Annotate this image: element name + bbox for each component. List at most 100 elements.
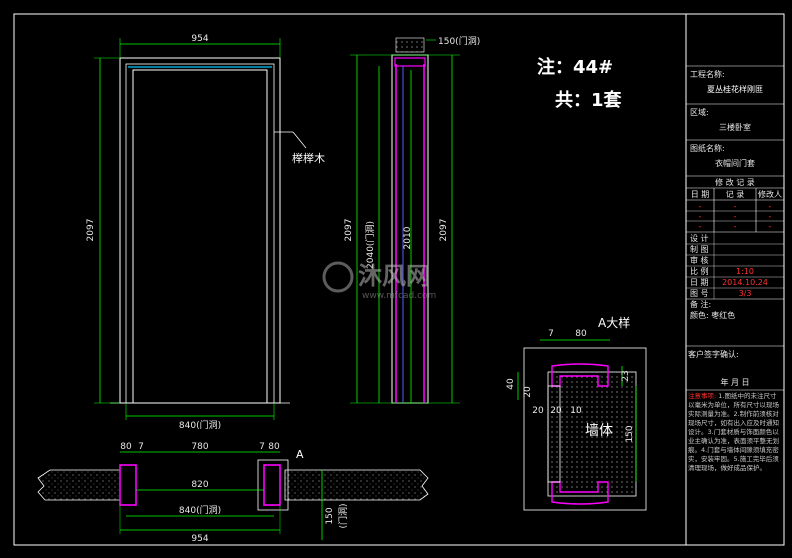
- field-value: 2014.10.24: [722, 278, 768, 287]
- revision-rows: - - - - - - - - -: [686, 202, 784, 231]
- drawing-frame: [13, 13, 785, 546]
- date-line: 年 月 日: [720, 377, 749, 387]
- note-count: 注：44#: [537, 56, 613, 78]
- revision-cell: -: [699, 222, 702, 231]
- revision-cell: -: [734, 202, 737, 211]
- dim-plan-mid: 820: [136, 480, 264, 491]
- plan-jamb-right: [263, 464, 281, 506]
- revision-col: 日 期: [691, 190, 710, 199]
- dim-label: 2010: [403, 226, 413, 249]
- door-elevation: [110, 57, 290, 404]
- dim-label: 80: [575, 329, 587, 339]
- detail-casing-bottom: [551, 481, 609, 505]
- dim-label: 150(门洞): [438, 35, 480, 47]
- dim-label: 7: [138, 442, 144, 452]
- detail-a: A大样 墙体: [523, 315, 647, 511]
- door-plan: A: [37, 448, 429, 511]
- area-value: 三楼卧室: [719, 122, 751, 132]
- project-label: 工程名称:: [690, 69, 725, 79]
- dim-label: (门洞): [337, 503, 349, 528]
- dim-label: 820: [191, 480, 208, 490]
- dim-detail: 7 80 40 20 20 20 10 23 150: [506, 329, 637, 482]
- plan-wall-left: [37, 469, 121, 501]
- dim-label: 40: [506, 378, 516, 390]
- dim-label: 954: [191, 34, 208, 44]
- remark-value: 颜色: 枣红色: [690, 310, 735, 320]
- dim-label: 150: [325, 507, 335, 524]
- revision-cell: -: [769, 202, 772, 211]
- dim-label: 150: [625, 425, 635, 442]
- dim-label: 20: [550, 406, 562, 416]
- material-label: 榉榉木: [292, 151, 325, 165]
- dim-label: 80: [268, 442, 280, 452]
- field-label: 设 计: [690, 233, 709, 243]
- dim-side-top: 150(门洞): [426, 35, 480, 47]
- revision-cell: -: [734, 222, 737, 231]
- dim-label: 20: [523, 386, 533, 398]
- dim-label: 20: [532, 406, 544, 416]
- dim-label: 7: [259, 442, 265, 452]
- field-label: 图 号: [690, 289, 709, 298]
- wall-label: 墙体: [585, 423, 613, 439]
- drawing-value: 衣帽间门套: [715, 158, 755, 168]
- notes-title: 注意事项:: [688, 392, 717, 400]
- watermark-logo-icon: [322, 261, 354, 293]
- plan-jamb-left: [119, 464, 137, 506]
- dim-label: 2097: [86, 219, 96, 242]
- dim-label: 2040(门洞): [364, 221, 376, 269]
- dim-label: 2097: [439, 219, 449, 242]
- area-label: 区域:: [690, 107, 709, 117]
- detail-casing-top: [551, 363, 609, 387]
- section-marker: A: [296, 448, 304, 461]
- dim-label: 840(门洞): [179, 504, 221, 516]
- revision-cell: -: [699, 202, 702, 211]
- notes-text: 1.图纸中的未注尺寸以毫米为单位，所有尺寸以现场实际测量为准。2.制作前须核对现…: [688, 392, 779, 472]
- dim-plan-side: 150 (门洞): [321, 470, 349, 540]
- dim-label: 7: [548, 329, 554, 339]
- drawing-label: 图纸名称:: [690, 143, 725, 153]
- dim-plan-top: 80 7 780 7 80: [120, 442, 280, 453]
- detail-border: [523, 347, 647, 511]
- frame-head: [394, 57, 426, 67]
- dim-elevation-opening: 840(门洞): [125, 403, 275, 431]
- field-label: 审 核: [690, 255, 709, 265]
- dim-label: 954: [191, 534, 208, 544]
- dim-label: 780: [191, 442, 208, 452]
- dim-label: 10: [570, 406, 582, 416]
- note-total: 共：1套: [555, 89, 622, 111]
- section-marker-box: [257, 459, 289, 511]
- dim-label: 23: [621, 370, 631, 381]
- revision-cell: -: [769, 212, 772, 221]
- dim-plan-opening: 840(门洞): [126, 504, 274, 517]
- notes-block: 注意事项: 1.图纸中的未注尺寸以毫米为单位，所有尺寸以现场实际测量为准。2.制…: [688, 392, 782, 542]
- client-sign: 客户签字确认:: [688, 349, 739, 359]
- revision-col: 记 录: [726, 190, 745, 199]
- revision-cell: -: [734, 212, 737, 221]
- revision-header: 修 改 记 录: [715, 177, 755, 187]
- field-label: 日 期: [690, 278, 709, 287]
- door-frame-inner: [125, 63, 275, 404]
- door-leaf: [132, 69, 268, 404]
- remark-label: 备 注:: [690, 299, 711, 309]
- dim-elevation-width: 954: [119, 34, 281, 58]
- detail-wall: [547, 371, 637, 497]
- dim-label: 840(门洞): [179, 419, 221, 431]
- watermark-brand: 沐风网: [358, 262, 430, 290]
- dim-elevation-height: 2097: [86, 57, 120, 404]
- material-leader: 榉榉木: [274, 131, 325, 165]
- dim-label: 80: [120, 442, 132, 452]
- door-frame-outer: [119, 57, 281, 404]
- revision-col: 修改人: [758, 189, 782, 199]
- plan-wall-right: [284, 469, 429, 501]
- side-section: [391, 37, 429, 404]
- project-value: 夏丛桂花样刚匪: [707, 84, 763, 94]
- field-value: 3/3: [739, 289, 752, 298]
- field-label: 制 图: [690, 244, 709, 254]
- title-block: 工程名称: 夏丛桂花样刚匪 区域: 三楼卧室 图纸名称: 衣帽间门套 修 改 记…: [685, 14, 784, 545]
- watermark: 沐风网 www.mfcad.com: [322, 261, 436, 301]
- dim-label: 2097: [344, 219, 354, 242]
- wall-top-hatch: [395, 37, 425, 53]
- field-value: 1:10: [736, 267, 754, 276]
- revision-cell: -: [699, 212, 702, 221]
